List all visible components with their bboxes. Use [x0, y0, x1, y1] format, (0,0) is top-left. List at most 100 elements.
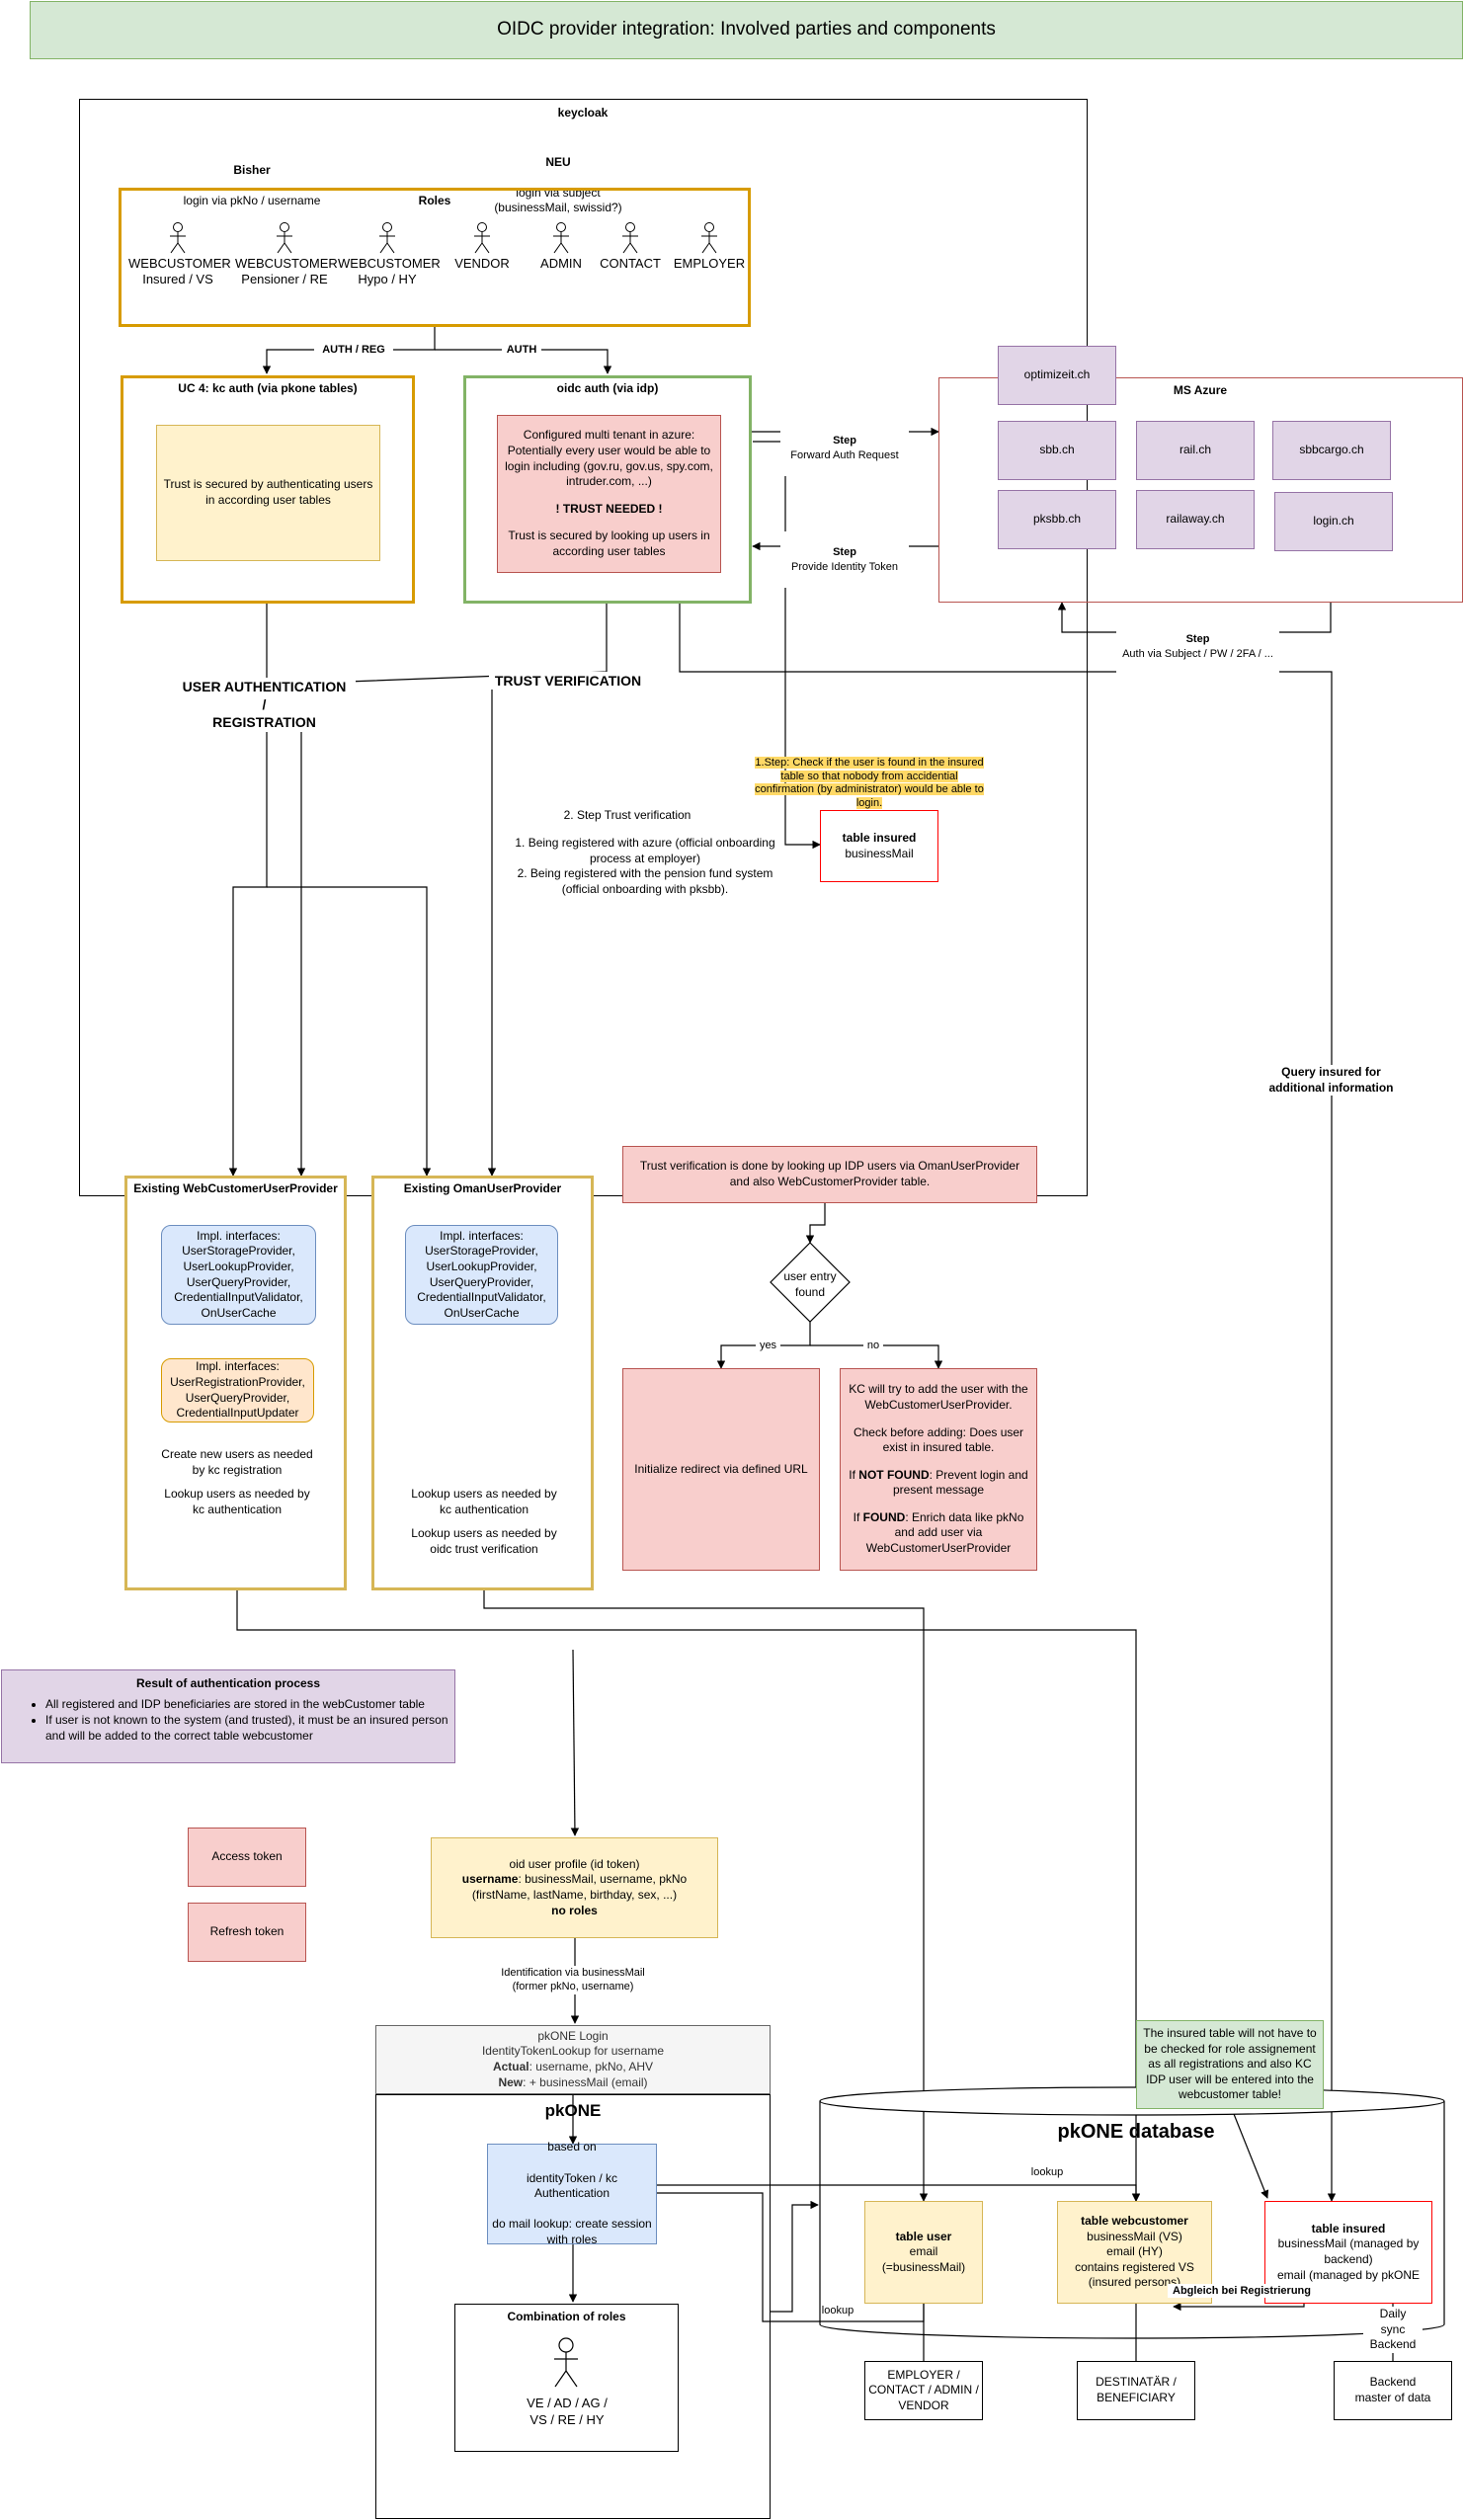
tenant-label: pksbb.ch [1032, 512, 1082, 527]
role-label: CONTACT [600, 256, 661, 271]
role-actor: CONTACT [581, 222, 680, 272]
oman-interfaces: Impl. interfaces: UserStorageProvider, U… [405, 1225, 558, 1325]
person-icon [701, 222, 717, 254]
azure-title: MS Azure [1173, 383, 1228, 397]
table-webcustomer: table webcustomer businessMail (VS) emai… [1057, 2201, 1212, 2304]
result-box: Result of authentication process All reg… [1, 1669, 455, 1763]
combination-box [454, 2304, 679, 2452]
uc4-box [121, 375, 415, 604]
identification-label: Identification via businessMail (former … [484, 1966, 662, 1994]
pkone-auth-box: based on identityToken / kc Authenticati… [487, 2140, 657, 2246]
role-actor: WEBCUSTOMER Pensioner / RE [235, 222, 338, 288]
step2-items: 1. Being registered with azure (official… [515, 836, 775, 896]
keycloak-label: keycloak [557, 106, 609, 120]
webcustomer-provider-title: Existing WebCustomerUserProvider [133, 1181, 338, 1195]
decision-yes: yes [756, 1339, 780, 1353]
result-item: If user is not known to the system (and … [45, 1712, 448, 1744]
uc4-title: UC 4: kc auth (via pkone tables) [178, 381, 358, 395]
person-icon [170, 222, 186, 254]
auth-reg-label: AUTH / REG [314, 343, 393, 358]
person-icon [379, 222, 395, 254]
abgleich-label: Abgleich bei Registrierung [1168, 2284, 1316, 2299]
azure-container [938, 377, 1463, 603]
result-title: Result of authentication process [135, 1676, 321, 1690]
db-title: pkONE database [1057, 2121, 1215, 2143]
table-insured-small: table insured businessMail [820, 810, 938, 882]
decision-text: user entry found [783, 1269, 837, 1299]
role-label: EMPLOYER [673, 256, 746, 271]
tenant-label: login.ch [1313, 514, 1354, 528]
role-actor: WEBCUSTOMER Hypo / HY [338, 222, 441, 288]
backend-box: Backend master of data [1334, 2361, 1452, 2420]
role-actor: EMPLOYER [660, 222, 759, 272]
destinataer-box: DESTINATÄR / BENEFICIARY [1077, 2361, 1195, 2420]
result-item: All registered and IDP beneficiaries are… [45, 1696, 448, 1712]
tenant-optimizeit: optimizeit.ch [998, 346, 1116, 405]
redirect-box: Initialize redirect via defined URL [622, 1368, 820, 1571]
trust-verification-box: Trust verification is done by looking up… [622, 1146, 1037, 1203]
tenant-label: railaway.ch [1166, 512, 1225, 527]
decision-no: no [863, 1339, 883, 1353]
person-icon [474, 222, 490, 254]
webcustomer-interfaces-1: Impl. interfaces: UserStorageProvider, U… [161, 1225, 316, 1325]
access-token-box: Access token [188, 1828, 306, 1887]
auth-label: AUTH [502, 343, 541, 358]
webcustomer-interfaces-2: Impl. interfaces: UserRegistrationProvid… [161, 1358, 314, 1423]
employer-box: EMPLOYER / CONTACT / ADMIN / VENDOR [864, 2361, 983, 2420]
decision-diamond [770, 1242, 851, 1323]
roles-title: Roles [418, 194, 451, 207]
webcustomer-text-2: Lookup users as needed by kc authenticat… [164, 1487, 310, 1516]
lookup-label-1: lookup [1025, 2165, 1069, 2180]
title-banner: OIDC provider integration: Involved part… [30, 1, 1463, 59]
step1-note: 1.Step: Check if the user is found in th… [755, 756, 984, 809]
person-icon [622, 222, 638, 254]
person-icon [553, 222, 569, 254]
person-icon [277, 222, 292, 254]
role-label: ADMIN [540, 256, 582, 271]
query-insured-label: Query insured for additional information [1255, 1065, 1408, 1097]
page-title: OIDC provider integration: Involved part… [497, 19, 996, 41]
tenant-label: rail.ch [1179, 443, 1211, 457]
bisher-label: Bisher login via pkNo / username [183, 162, 321, 207]
tenant-box: sbb.ch [998, 421, 1116, 480]
role-label: VENDOR [454, 256, 510, 271]
oidc-box [463, 375, 752, 604]
role-actor: VENDOR [433, 222, 531, 272]
oman-provider-title: Existing OmanUserProvider [403, 1181, 562, 1195]
kc-add-box: KC will try to add the user with the Web… [840, 1368, 1037, 1571]
tenant-box: rail.ch [1136, 421, 1255, 480]
table-insured: table insured businessMail (managed by b… [1264, 2201, 1432, 2304]
role-label: WEBCUSTOMER Hypo / HY [338, 256, 441, 287]
combination-title: Combination of roles [507, 2310, 626, 2323]
role-actor: ADMIN [512, 222, 610, 272]
refresh-token-box: Refresh token [188, 1903, 306, 1962]
oidc-title: oidc auth (via idp) [556, 381, 659, 395]
user-auth-label: USER AUTHENTICATION / REGISTRATION [173, 678, 356, 732]
pkone-title: pkONE [544, 2101, 602, 2120]
lookup-label-2: lookup [821, 2305, 854, 2317]
db-note: The insured table will not have to be ch… [1136, 2020, 1324, 2109]
uc4-note: Trust is secured by authenticating users… [156, 425, 380, 561]
pkone-login-box: pkONE Login IdentityTokenLookup for user… [375, 2025, 771, 2094]
oidc-note: Configured multi tenant in azure: Potent… [497, 415, 721, 573]
roles-box [119, 188, 751, 327]
combination-roles: VE / AD / AG / VS / RE / HY [527, 2396, 608, 2427]
role-label: WEBCUSTOMER Pensioner / RE [235, 256, 338, 287]
step2-title: 2. Step Trust verification [563, 808, 691, 822]
role-label: WEBCUSTOMER Insured / VS [128, 256, 231, 287]
role-actor: WEBCUSTOMER Insured / VS [128, 222, 231, 288]
tenant-box: railaway.ch [1136, 490, 1255, 549]
user-profile-box: oid user profile (id token) username: bu… [431, 1837, 718, 1938]
pkone-container [375, 2094, 771, 2519]
oman-text-2: Lookup users as needed by oidc trust ver… [411, 1526, 557, 1556]
tenant-label: sbb.ch [1039, 443, 1075, 457]
tenant-box: sbbcargo.ch [1272, 421, 1391, 480]
webcustomer-text-1: Create new users as needed by kc registr… [161, 1447, 313, 1477]
trust-verification-label: TRUST VERIFICATION [489, 672, 647, 691]
daily-sync-label: Daily sync Backend [1363, 2307, 1423, 2353]
table-user: table user email (=businessMail) [864, 2201, 983, 2304]
tenant-box: login.ch [1274, 492, 1393, 551]
tenant-label: sbbcargo.ch [1299, 443, 1364, 457]
